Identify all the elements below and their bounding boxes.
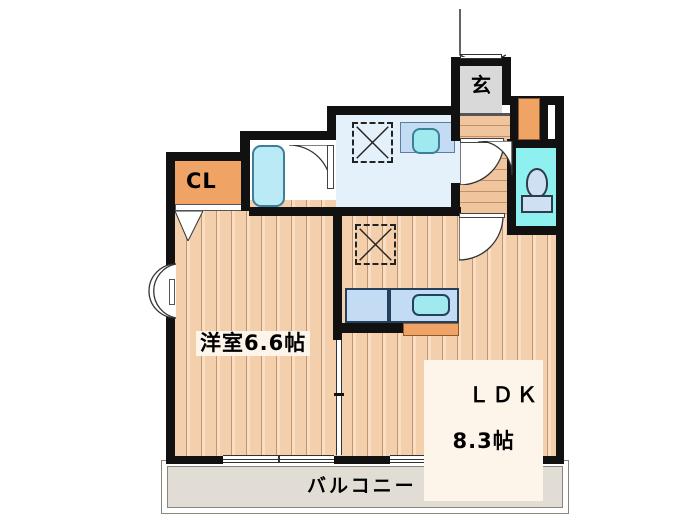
entrance-door-leaf[interactable]: [460, 54, 502, 59]
western-room-floor: [175, 200, 341, 456]
washroom-door-leaf: [327, 145, 334, 189]
kitchen-front-bar: [341, 323, 403, 333]
wall-hall-right: [451, 115, 460, 141]
room-partition-slider: [336, 340, 342, 455]
wall-center-vertical-upper: [333, 207, 342, 337]
room-partition-center-mark: [334, 393, 344, 396]
entrance-door-arc: [458, 9, 506, 57]
wall-step-mid-vert: [327, 106, 336, 140]
toilet-bowl: [526, 168, 548, 198]
shoe-cabinet: [518, 98, 540, 140]
closet-cabinet: [175, 161, 241, 207]
washer-space-marker: [352, 122, 393, 163]
bay-window-sash: [169, 279, 175, 305]
balcony-slider-west-mullion: [278, 455, 280, 463]
wall-genkan-top: [451, 57, 511, 66]
wall-genkan-left-vert: [451, 57, 460, 115]
entrance-step-line: [460, 113, 510, 116]
ldk-hall-door-sill: [459, 213, 505, 218]
wall-right-outer: [555, 96, 564, 464]
wall-shoe-cabinet-right: [540, 96, 548, 140]
wall-top-mid-a: [240, 131, 335, 140]
closet-label: CL: [186, 169, 217, 193]
wall-bottom-left: [166, 455, 223, 464]
wall-bath-left: [241, 131, 250, 211]
wall-center-vertical-lower: [333, 337, 342, 340]
ldk-title: ＬＤＫ: [468, 383, 541, 408]
wall-toilet-bottom: [507, 226, 564, 235]
western-room-label: 洋室6.6帖: [196, 331, 311, 357]
closet-door-sill: [175, 204, 243, 211]
ldk-size: 8.3帖: [452, 429, 515, 454]
kitchen-base-cabinet: [403, 323, 459, 336]
kitchen-counter-left: [345, 288, 389, 323]
ldk-hall-door-arc[interactable]: [459, 216, 505, 262]
bathtub: [252, 145, 285, 207]
wall-shoe-cabinet-left: [510, 96, 518, 140]
entrance-tile: [460, 66, 502, 115]
wall-bottom-mid: [334, 455, 390, 464]
wash-basin: [412, 128, 440, 154]
toilet-tank: [521, 195, 553, 213]
closet-door-arc: [175, 211, 203, 241]
balcony-label: バルコニー: [307, 475, 417, 497]
entrance-label: 玄: [471, 73, 491, 97]
wall-bath-bottom: [249, 207, 461, 216]
wall-top-left: [166, 152, 248, 161]
ldk-label: ＬＤＫ 8.3帖: [424, 360, 544, 501]
wall-toilet-top: [507, 139, 564, 148]
refrigerator-space-marker: [355, 224, 396, 265]
wall-genkan-right-vert: [502, 57, 511, 97]
toilet-door-arc[interactable]: [478, 141, 514, 177]
kitchen-sink: [412, 294, 450, 316]
wall-hall-right-lower: [451, 183, 460, 216]
bay-window: [120, 263, 176, 319]
wall-top-mid-b: [327, 106, 459, 115]
wall-toilet-left: [507, 139, 516, 234]
